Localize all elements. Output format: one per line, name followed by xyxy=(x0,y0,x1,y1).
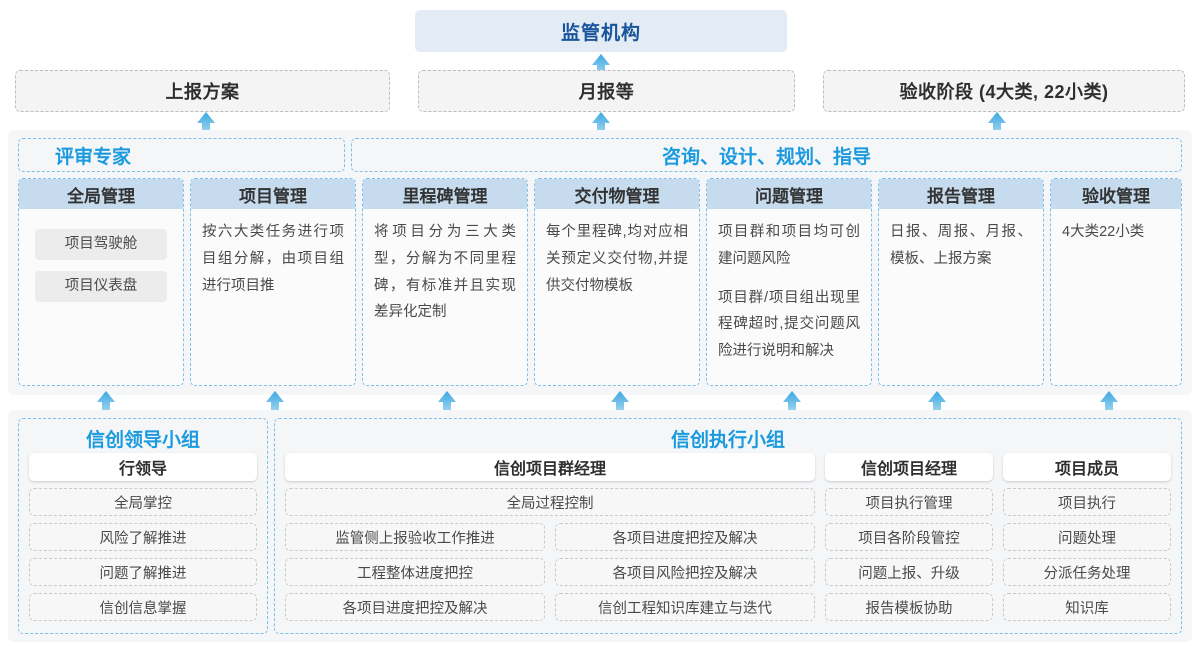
role-duty-item[interactable]: 问题了解推进 xyxy=(29,558,257,586)
column-paragraph: 每个里程碑,均对应相关预定义交付物,并提供交付物模板 xyxy=(546,224,688,294)
column-paragraph: 将项目分为三大类型，分解为不同里程碑，有标准并且实现差异化定制 xyxy=(374,224,516,321)
org-group-leadership: 信创领导小组 行领导 全局掌控 风险了解推进 问题了解推进 信创信息掌握 xyxy=(18,418,268,634)
regulator-label: 监管机构 xyxy=(560,22,641,44)
role-duty-item[interactable]: 项目执行管理 xyxy=(825,488,993,516)
column-header: 问题管理 xyxy=(707,179,871,209)
role-header-program-manager[interactable]: 信创项目群经理 xyxy=(285,453,815,481)
capability-chip[interactable]: 项目仪表盘 xyxy=(35,271,167,302)
org-group-execution: 信创执行小组 信创项目群经理 全局过程控制 监管侧上报验收工作推进 工程整体进度… xyxy=(274,418,1182,634)
column-paragraph: 日报、周报、月报、模板、上报方案 xyxy=(890,224,1032,267)
report-row: 上报方案 月报等 验收阶段 (4大类, 22小类) xyxy=(15,70,1185,112)
column-header: 全局管理 xyxy=(19,179,183,209)
capability-column-issue[interactable]: 问题管理 项目群和项目均可创建问题风险 项目群/项目组出现里程碑超时,提交问题风… xyxy=(706,178,872,386)
report-box-label: 月报等 xyxy=(578,82,635,102)
role-duty-item[interactable]: 各项目进度把控及解决 xyxy=(555,523,815,551)
role-duty-item[interactable]: 信创信息掌握 xyxy=(29,593,257,621)
group-title-consulting: 咨询、设计、规划、指导 xyxy=(351,138,1182,172)
column-header: 验收管理 xyxy=(1051,179,1181,209)
report-box-acceptance: 验收阶段 (4大类, 22小类) xyxy=(823,70,1185,112)
capability-column-milestone[interactable]: 里程碑管理 将项目分为三大类型，分解为不同里程碑，有标准并且实现差异化定制 xyxy=(362,178,528,386)
role-duty-item[interactable]: 监管侧上报验收工作推进 xyxy=(285,523,545,551)
capability-column-deliverable[interactable]: 交付物管理 每个里程碑,均对应相关预定义交付物,并提供交付物模板 xyxy=(534,178,700,386)
role-duty-item[interactable]: 信创工程知识库建立与迭代 xyxy=(555,593,815,621)
role-duty-item[interactable]: 问题处理 xyxy=(1003,523,1171,551)
role-duty-item[interactable]: 各项目风险把控及解决 xyxy=(555,558,815,586)
org-panel: 信创领导小组 行领导 全局掌控 风险了解推进 问题了解推进 信创信息掌握 信创执… xyxy=(8,410,1192,642)
group-title-label: 咨询、设计、规划、指导 xyxy=(661,146,871,168)
capability-panel: 评审专家 咨询、设计、规划、指导 全局管理 项目驾驶舱 项目仪表盘 项目管理 按… xyxy=(8,130,1192,395)
role-header-bank-leader[interactable]: 行领导 xyxy=(29,453,257,481)
role-duty-item[interactable]: 项目各阶段管控 xyxy=(825,523,993,551)
column-header: 报告管理 xyxy=(879,179,1043,209)
role-duty-item[interactable]: 分派任务处理 xyxy=(1003,558,1171,586)
role-duty-item[interactable]: 全局掌控 xyxy=(29,488,257,516)
role-header-project-manager[interactable]: 信创项目经理 xyxy=(825,453,993,481)
role-duty-item-wide[interactable]: 全局过程控制 xyxy=(285,488,815,516)
capability-column-acceptance[interactable]: 验收管理 4大类22小类 xyxy=(1050,178,1182,386)
role-duty-item[interactable]: 各项目进度把控及解决 xyxy=(285,593,545,621)
report-box-label: 验收阶段 (4大类, 22小类) xyxy=(899,82,1109,102)
column-paragraph: 按六大类任务进行项目组分解，由项目组进行项目推 xyxy=(202,224,344,294)
role-duty-item[interactable]: 问题上报、升级 xyxy=(825,558,993,586)
role-duty-item[interactable]: 报告模板协助 xyxy=(825,593,993,621)
report-box-label: 上报方案 xyxy=(165,82,240,102)
org-group-title: 信创领导小组 xyxy=(85,430,200,451)
role-duty-item[interactable]: 知识库 xyxy=(1003,593,1171,621)
column-header: 交付物管理 xyxy=(535,179,699,209)
column-paragraph: 项目群和项目均可创建问题风险 xyxy=(718,224,860,267)
column-header: 项目管理 xyxy=(191,179,355,209)
capability-column-project[interactable]: 项目管理 按六大类任务进行项目组分解，由项目组进行项目推 xyxy=(190,178,356,386)
role-header-project-member[interactable]: 项目成员 xyxy=(1003,453,1171,481)
column-paragraph: 4大类22小类 xyxy=(1062,224,1145,240)
org-group-title: 信创执行小组 xyxy=(670,430,785,451)
role-duty-item[interactable]: 风险了解推进 xyxy=(29,523,257,551)
capability-column-report[interactable]: 报告管理 日报、周报、月报、模板、上报方案 xyxy=(878,178,1044,386)
column-paragraph: 项目群/项目组出现里程碑超时,提交问题风险进行说明和解决 xyxy=(718,289,860,360)
group-title-review-experts: 评审专家 xyxy=(18,138,345,172)
group-title-label: 评审专家 xyxy=(55,146,132,168)
regulator-box: 监管机构 xyxy=(415,10,787,52)
role-duty-item[interactable]: 工程整体进度把控 xyxy=(285,558,545,586)
report-box-monthly: 月报等 xyxy=(418,70,795,112)
capability-column-global[interactable]: 全局管理 项目驾驶舱 项目仪表盘 xyxy=(18,178,184,386)
report-box-plan: 上报方案 xyxy=(15,70,390,112)
capability-chip[interactable]: 项目驾驶舱 xyxy=(35,229,167,260)
column-header: 里程碑管理 xyxy=(363,179,527,209)
role-duty-item[interactable]: 项目执行 xyxy=(1003,488,1171,516)
